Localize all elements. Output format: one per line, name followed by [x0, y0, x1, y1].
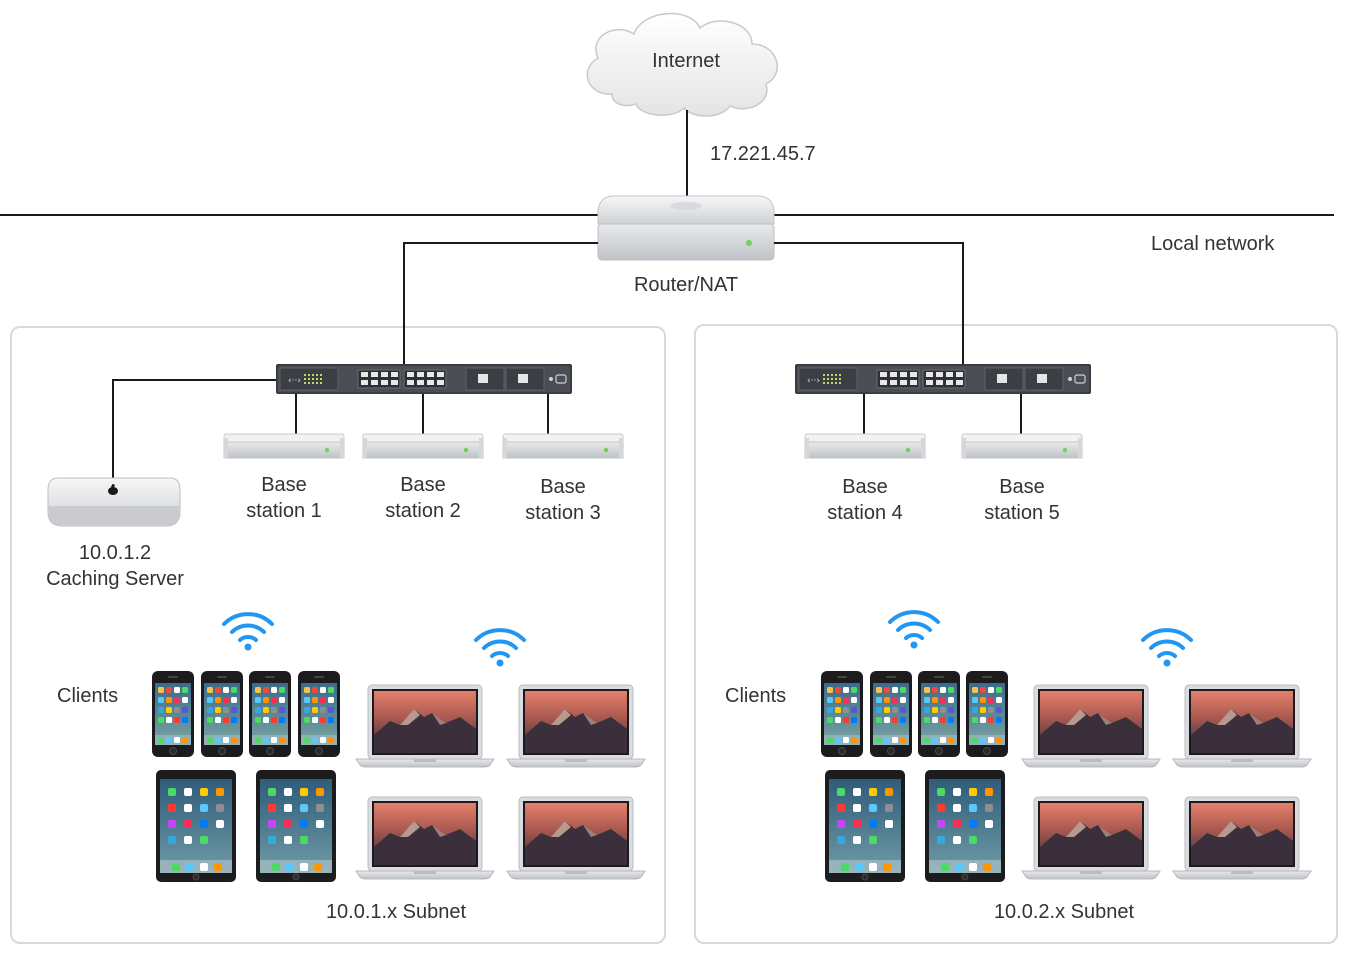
subnet-2-box — [694, 324, 1338, 944]
wifi-icon — [474, 628, 526, 669]
base-station-3-line2: station 3 — [525, 502, 601, 524]
tablet-icon — [824, 769, 906, 883]
laptop-icon — [355, 796, 495, 880]
wifi-icon — [222, 612, 274, 653]
switch-1-icon — [275, 363, 573, 395]
base-station-5-line2: station 5 — [984, 502, 1060, 524]
wifi-icon — [1141, 628, 1193, 669]
cloud-icon — [586, 12, 778, 117]
wifi-icon — [888, 610, 940, 651]
tablet-icon — [924, 769, 1006, 883]
base-station-1-line2: station 1 — [246, 500, 322, 522]
base-station-2-line2: station 2 — [385, 500, 461, 522]
phone-icon — [151, 670, 195, 758]
laptop-icon — [506, 684, 646, 768]
local-network-label: Local network — [1151, 233, 1275, 255]
laptop-icon — [1021, 796, 1161, 880]
base-station-2-label: Base station 2 — [363, 472, 483, 524]
clients-label-1: Clients — [57, 685, 119, 707]
subnet-1-label: 10.0.1.x Subnet — [325, 901, 467, 923]
caching-server-ip: 10.0.1.2 — [78, 542, 152, 564]
base-station-3-label: Base station 3 — [503, 474, 623, 526]
base-station-2-icon — [362, 433, 484, 459]
base-station-5-label: Base station 5 — [962, 474, 1082, 526]
router-to-switch-2-line — [774, 242, 964, 364]
phone-icon — [820, 670, 864, 758]
tablet-icon — [255, 769, 337, 883]
wan-ip-label: 17.221.45.7 — [710, 143, 816, 165]
base-station-4-label: Base station 4 — [805, 474, 925, 526]
router-label: Router/NAT — [633, 274, 739, 296]
base-station-1-line1: Base — [261, 474, 307, 496]
phone-icon — [917, 670, 961, 758]
base-station-1-label: Base station 1 — [224, 472, 344, 524]
phone-icon — [200, 670, 244, 758]
phone-icon — [965, 670, 1009, 758]
laptop-icon — [1021, 684, 1161, 768]
base-station-4-icon — [804, 433, 926, 459]
clients-label-2: Clients — [725, 685, 787, 707]
internet-label: Internet — [652, 50, 720, 72]
laptop-icon — [506, 796, 646, 880]
base-station-5-icon — [961, 433, 1083, 459]
caching-server-label: 10.0.1.2 Caching Server — [20, 540, 210, 592]
caching-server-icon — [47, 477, 181, 527]
base-station-1-icon — [223, 433, 345, 459]
base-station-4-line1: Base — [842, 476, 888, 498]
laptop-icon — [1172, 684, 1312, 768]
switch-2-icon — [794, 363, 1092, 395]
base-station-3-icon — [502, 433, 624, 459]
router-icon — [597, 195, 775, 261]
base-station-2-line1: Base — [400, 474, 446, 496]
phone-icon — [869, 670, 913, 758]
phone-icon — [248, 670, 292, 758]
phone-icon — [297, 670, 341, 758]
base-station-5-line1: Base — [999, 476, 1045, 498]
base-station-4-line2: station 4 — [827, 502, 903, 524]
base-station-3-line1: Base — [540, 476, 586, 498]
tablet-icon — [155, 769, 237, 883]
laptop-icon — [355, 684, 495, 768]
router-to-switch-1-line — [403, 242, 598, 364]
caching-server-name: Caching Server — [46, 568, 184, 590]
switch-to-server-line — [112, 379, 276, 482]
subnet-1-box — [10, 326, 666, 944]
subnet-2-label: 10.0.2.x Subnet — [993, 901, 1135, 923]
laptop-icon — [1172, 796, 1312, 880]
